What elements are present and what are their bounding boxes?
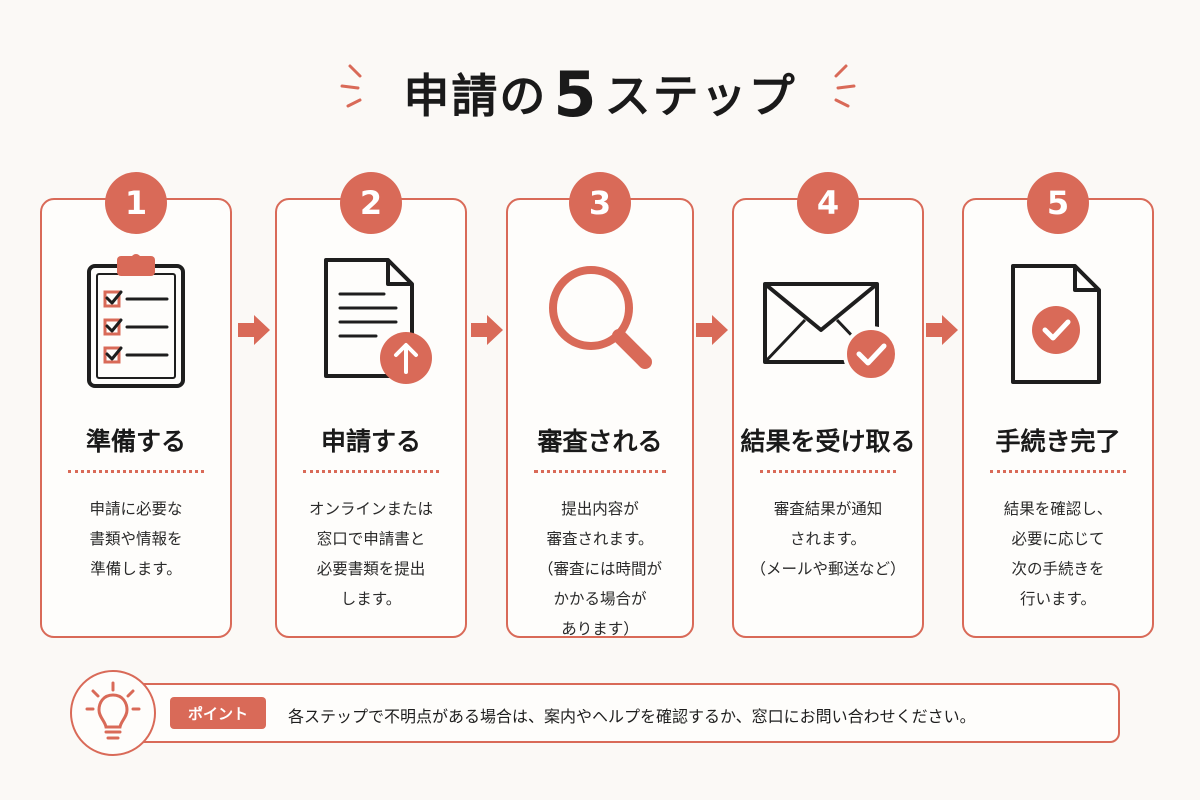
title-prefix: 申請の xyxy=(403,69,548,123)
step-title: 準備する xyxy=(85,427,186,456)
step-number-badge: 4 xyxy=(797,172,859,234)
dotted-divider xyxy=(760,470,896,473)
dotted-divider xyxy=(303,470,439,473)
step-number-badge: 3 xyxy=(569,172,631,234)
spark-lines-right-icon xyxy=(834,64,856,108)
arrow-right-icon xyxy=(471,315,503,345)
step-title: 審査される xyxy=(537,427,663,456)
step-title: 申請する xyxy=(320,427,421,456)
document-check-icon xyxy=(1011,264,1101,384)
step-title: 手続き完了 xyxy=(995,427,1121,456)
clipboard-checklist-icon xyxy=(87,254,185,388)
arrow-right-icon xyxy=(696,315,728,345)
step-number-badge: 5 xyxy=(1027,172,1089,234)
dotted-divider xyxy=(68,470,204,473)
dotted-divider xyxy=(990,470,1126,473)
step-description: 結果を確認し、 必要に応じて 次の手続きを 行います。 xyxy=(1003,500,1113,608)
step-card-4: 4 結果を受け取る 審査結果が通知 されます。 （メールや郵送など） xyxy=(732,172,924,638)
dotted-divider xyxy=(533,470,667,473)
arrow-right-icon xyxy=(238,315,270,345)
lightbulb-icon-circle xyxy=(70,670,156,756)
step-number-badge: 1 xyxy=(105,172,167,234)
step-card-5: 5 手続き完了 結果を確認し、 必要に応じて 次の手続きを 行います。 xyxy=(962,172,1154,638)
document-upload-icon xyxy=(324,258,432,384)
arrow-right-icon xyxy=(926,315,958,345)
step-description: 提出内容が 審査されます。 （審査には時間が かかる場合が あります） xyxy=(537,500,662,638)
envelope-check-icon xyxy=(763,282,899,382)
title-suffix: ステップ xyxy=(604,69,797,123)
step-description: 審査結果が通知 されます。 （メールや郵送など） xyxy=(750,500,906,578)
step-card-3: 3 審査される 提出内容が 審査されます。 （審査には時間が かかる場合が あり… xyxy=(506,172,694,638)
step-card-1: 1 準備する 申請に必要な 書類や情報を 準備します。 xyxy=(40,172,232,638)
spark-lines-left-icon xyxy=(340,64,362,108)
step-card-2: 2 申請する オンラインまたは 窓口で申請書と 必要書類を提出 します。 xyxy=(275,172,467,638)
step-description: 申請に必要な 書類や情報を 準備します。 xyxy=(89,500,183,578)
lightbulb-icon xyxy=(85,681,141,740)
point-text: 各ステップで不明点がある場合は、案内やヘルプを確認するか、窓口にお問い合わせくだ… xyxy=(288,707,976,726)
point-callout xyxy=(98,683,1120,743)
point-label: ポイント xyxy=(170,697,266,729)
title-number: 5 xyxy=(553,58,599,131)
step-title: 結果を受け取る xyxy=(740,427,916,456)
magnifier-icon xyxy=(549,266,652,369)
step-description: オンラインまたは 窓口で申請書と 必要書類を提出 します。 xyxy=(308,500,433,608)
step-number-badge: 2 xyxy=(340,172,402,234)
